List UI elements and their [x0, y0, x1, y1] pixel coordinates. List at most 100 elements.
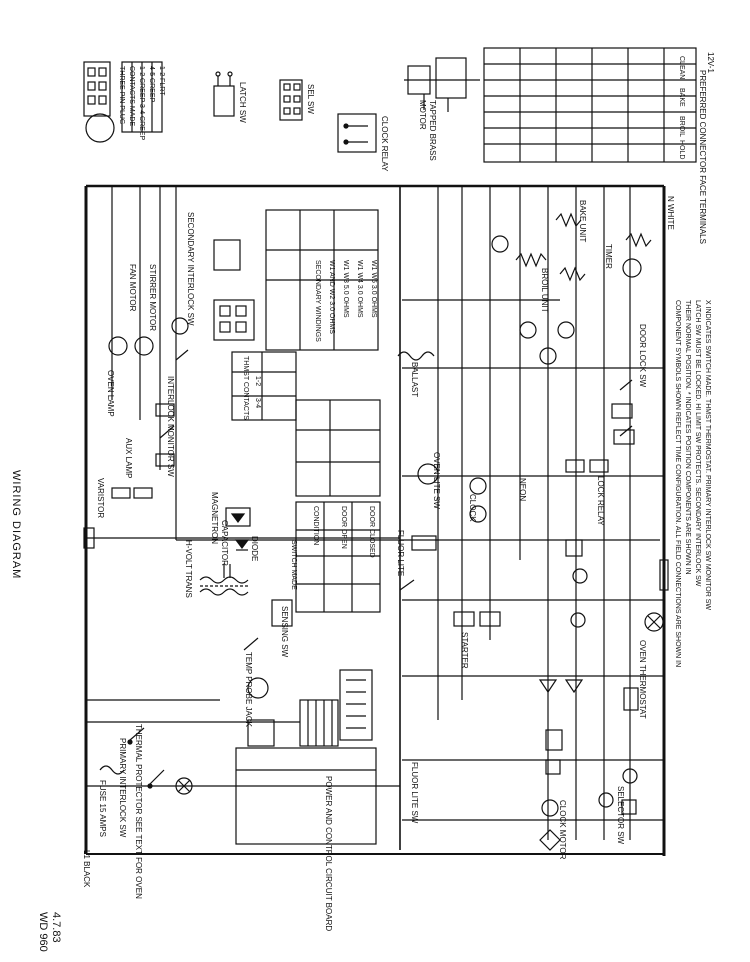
- plug-row-4: 1-2 FLRT: [158, 66, 165, 96]
- oven-thermostat-symbols: [623, 559, 669, 711]
- latch-switch-legend: [213, 71, 235, 117]
- footer-wd-code: WD 960: [37, 912, 49, 952]
- oven-thermostat-label: OVEN THERMOSTAT: [638, 640, 647, 719]
- timer-label: TIMER: [604, 244, 613, 269]
- bake-broil-elements: [491, 212, 652, 365]
- oven-lite-label: OVEN LITE SW: [432, 452, 441, 509]
- starter-label: STARTER: [460, 632, 469, 669]
- fan-motor-symbol: [108, 336, 154, 356]
- left-rail-label: L1 BLACK: [82, 850, 91, 888]
- table-code-label: 12V-1: [706, 52, 715, 73]
- plug-row-2: 1-2 CREEP 3-4 CREEP: [138, 66, 145, 141]
- temp-probe-label: TEMP PROBE JACK: [244, 652, 253, 728]
- switch-made-table: [295, 501, 381, 613]
- selector-switch-symbols: [598, 768, 638, 815]
- lock-relay-symbols: [565, 459, 609, 628]
- plug-row-1: CONTACTS MADE: [128, 66, 135, 126]
- selector-switch-label: SELECTOR SW: [616, 786, 625, 845]
- timer-symbols: [538, 679, 584, 851]
- switch-made-h1: CONDITION: [312, 506, 319, 545]
- note-line-4: X INDICATES SWITCH MADE. THMST THERMOSTA…: [704, 300, 711, 610]
- aux-relay-symbol: [213, 239, 241, 271]
- table-note-label: PREFERRED CONNECTOR FACE TERMINALS: [698, 70, 707, 244]
- fan-motor-label: FAN MOTOR: [128, 264, 137, 312]
- temp-probe-symbol: [247, 677, 275, 747]
- hv-transformer-symbol: [199, 576, 249, 596]
- thermostat-symbol: [213, 299, 255, 341]
- clock-label: CLOCK: [468, 494, 477, 522]
- secondary-interlock-symbol: [171, 317, 189, 361]
- plug-title: THREE PIN PLUG: [118, 66, 125, 124]
- aux-lamp-label: AUX LAMP: [124, 438, 133, 478]
- latch-switch-legend-label: LATCH SW: [238, 82, 247, 123]
- brass-legend-label: TAPPED BRASS: [428, 100, 437, 161]
- diode-label: DIODE: [250, 536, 259, 561]
- fluor-lite-symbol: [399, 535, 437, 591]
- diode-symbol: [234, 539, 250, 551]
- interlock-table: [295, 399, 381, 497]
- switch-made-h2: DOOR OPEN: [340, 506, 347, 549]
- table-header-broil: BROIL: [678, 116, 685, 137]
- table-header-bake: BAKE: [678, 88, 685, 107]
- windings-row-4: W1 W5 3.0 OHMS: [370, 260, 377, 318]
- three-pin-plug-legend: [83, 61, 163, 143]
- motor-legend: [404, 57, 480, 112]
- bake-unit-label: BAKE UNIT: [578, 200, 587, 242]
- diagram-title: WIRING DIAGRAM: [10, 470, 22, 580]
- switch-made-title: SWITCH MADE: [290, 540, 297, 590]
- neon-label: NEON: [518, 478, 527, 501]
- footer-date: 4.7.83: [50, 912, 62, 943]
- clock-motor-label: CLOCK MOTOR: [558, 800, 567, 860]
- interlock-monitor-symbol: [155, 403, 175, 467]
- stirrer-motor-label: STIRRER MOTOR: [148, 264, 157, 331]
- fuse-symbol: [99, 765, 125, 775]
- secondary-windings-table: [265, 209, 379, 351]
- starter-symbol: [453, 611, 501, 627]
- lock-relay-label: LOCK RELAY: [596, 476, 605, 526]
- footer-code: 4.7.83 WD 960: [36, 912, 62, 952]
- fluor-lite-sw-label: FLUOR LITE SW: [410, 762, 419, 824]
- oven-lamp-symbol: [175, 777, 193, 795]
- fluor-lite-label: FLUOR LITE: [396, 530, 405, 576]
- varistor-label: VARISTOR: [96, 478, 105, 518]
- motor-legend-label: MOTOR: [418, 100, 427, 130]
- switch-made-h3: DOOR CLOSED: [368, 506, 375, 558]
- switch-position-table: [483, 47, 697, 163]
- sensing-switch-symbol: [243, 599, 293, 651]
- right-rail-label: N WHITE: [666, 196, 675, 230]
- plug-row-3: 4-5 CREEP: [148, 66, 155, 103]
- capacitor-label: CAPACITOR: [220, 520, 229, 566]
- hv-transformer-label: H-VOLT TRANS: [184, 540, 193, 598]
- primary-interlock-symbol: [127, 727, 145, 745]
- control-board-symbol: [235, 669, 377, 845]
- broil-unit-label: BROIL UNIT: [540, 268, 549, 313]
- door-lock-label: DOOR LOCK SW: [638, 324, 647, 388]
- thermostat-contacts-table: [231, 351, 297, 421]
- oven-lamp-label: OVEN LAMP: [106, 370, 115, 417]
- thmst-title: THMST CONTACTS: [242, 356, 249, 420]
- clock-relay-legend: [337, 113, 377, 153]
- control-board-label: POWER AND CONTROL CIRCUIT BOARD: [324, 776, 333, 931]
- primary-interlock-label: PRIMARY INTERLOCK SW: [118, 738, 127, 838]
- table-header-hold: HOLD: [678, 140, 685, 159]
- magnetron-label: MAGNETRON: [210, 492, 219, 544]
- ballast-label: BALLAST: [410, 362, 419, 397]
- thmst-row-1: 1-2: [254, 376, 261, 386]
- sel-sw-legend: [279, 79, 303, 121]
- clock-motor-symbol: [417, 463, 487, 523]
- thermal-protector-symbol: [147, 769, 165, 789]
- windings-title: SECONDARY WINDINGS: [314, 260, 321, 342]
- sel-sw-legend-label: SEL SW: [306, 84, 315, 114]
- magnetron-symbol: [225, 507, 251, 527]
- windings-row-1: W1 AND W2 3.0 OHMS: [328, 260, 335, 334]
- table-header-clean: CLEAN: [678, 56, 685, 79]
- clock-relay-legend-label: CLOCK RELAY: [380, 116, 389, 172]
- note-line-3: LATCH SW MUST BE LOCKED. HI LIMIT SW PRO…: [694, 300, 701, 587]
- interlock-monitor-label: INTERLOCK MONITOR SW: [166, 376, 175, 477]
- fuse-label: FUSE 15 AMPS: [98, 780, 107, 837]
- secondary-interlock-label: SECONDARY INTERLOCK SW: [186, 212, 195, 326]
- thermal-protector-label: THERMAL PROTECTOR SEE TEXT FOR OVEN: [134, 724, 143, 899]
- capacitor-symbol: [223, 564, 231, 578]
- door-lock-symbols: [611, 379, 635, 445]
